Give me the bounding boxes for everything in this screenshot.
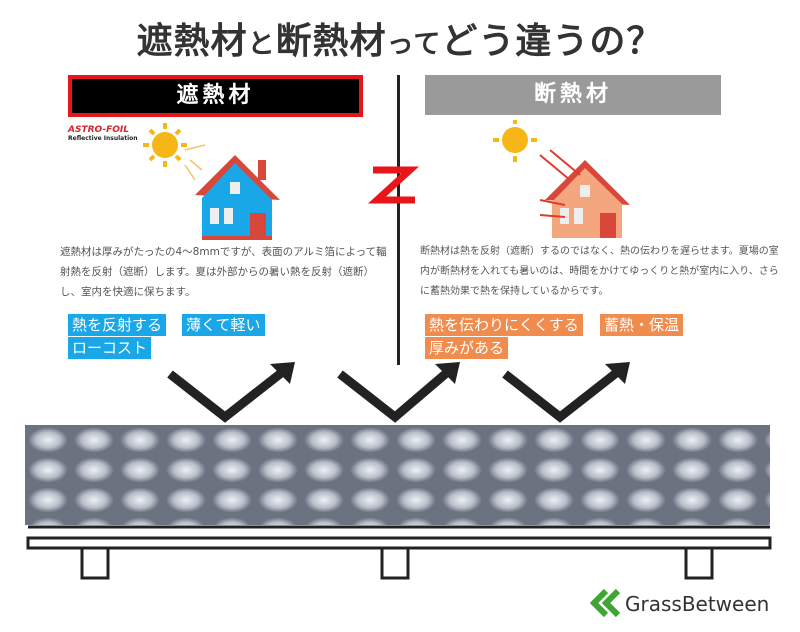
feature-tag: 厚みがある — [425, 337, 509, 359]
title-part: どう違うの？ — [441, 21, 664, 62]
contrast-zigzag-icon — [367, 166, 420, 204]
heat-shield-header: 遮熱材 — [68, 75, 363, 117]
bubble-foil-image — [25, 425, 770, 525]
page-title: 遮熱材と断熱材ってどう違うの？ — [0, 12, 800, 64]
house-icon — [545, 160, 630, 238]
floor-structure — [26, 525, 772, 580]
title-part: 断熱材 — [275, 21, 387, 62]
feature-tag: 熱を伝わりにくくする — [425, 314, 583, 336]
reflect-house-illustration — [143, 123, 280, 240]
sun-icon — [143, 123, 187, 167]
pass-arrow-icon — [337, 366, 453, 423]
logo-sub: Reflective Insulation — [68, 135, 138, 142]
title-part: 遮熱材 — [136, 21, 248, 62]
feature-tag: 熱を反射する — [68, 314, 167, 336]
house-icon — [195, 155, 280, 240]
sun-icon — [493, 120, 537, 162]
feature-tag: 蓄熱・保温 — [600, 314, 684, 336]
insulation-description: 断熱材は熱を反射（遮断）するのではなく、熱の伝わりを遅らせます。夏場の室内が断熱… — [420, 246, 779, 297]
logo-text: ASTRO-FOIL — [68, 125, 129, 135]
reflect-arrow-icon — [167, 366, 288, 423]
divider — [397, 75, 400, 365]
feature-tag: ローコスト — [68, 337, 152, 359]
pass-arrow-icon — [502, 366, 623, 423]
grassbetween-logo-icon — [590, 588, 621, 618]
brand-name: GrassBetween — [625, 592, 770, 616]
title-part: と — [247, 29, 276, 60]
reflection-arrows — [167, 362, 630, 423]
insulation-header: 断熱材 — [425, 75, 721, 115]
heat-shield-description: 遮熱材は厚みがたったの4～8mmですが、表面のアルミ箔によって輻射熱を反射（遮断… — [60, 246, 387, 298]
title-part: って — [386, 29, 442, 60]
insulation-house-illustration — [493, 120, 630, 238]
feature-tag: 薄くて軽い — [182, 314, 265, 336]
